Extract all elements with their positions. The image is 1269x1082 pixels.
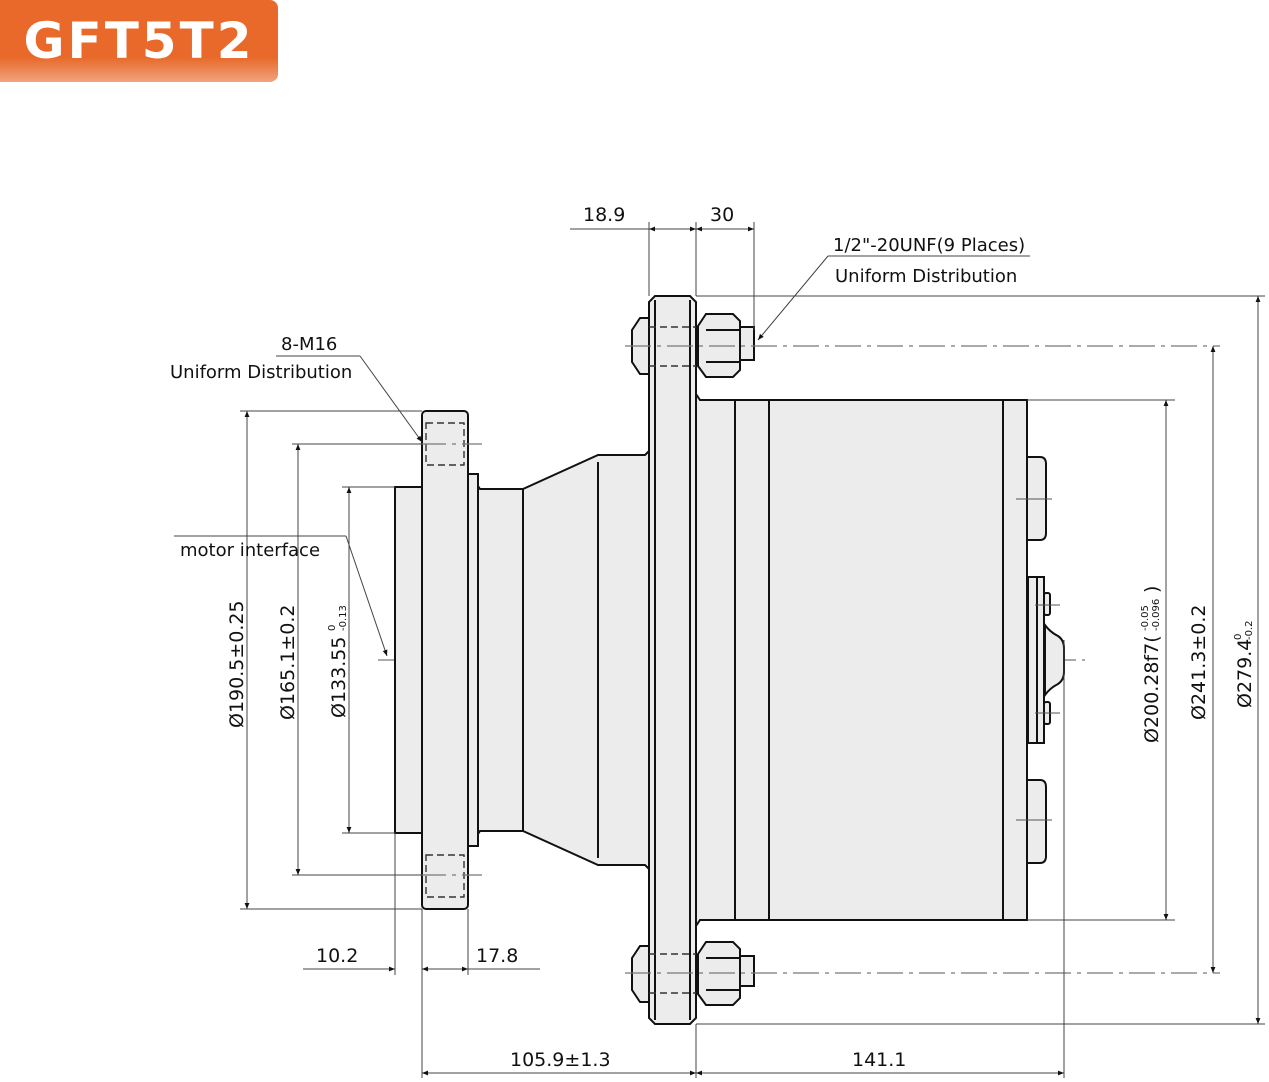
svg-text:Ø279.4: Ø279.4 bbox=[1234, 639, 1256, 708]
flange-bolt-bottom bbox=[625, 941, 1220, 1006]
callout-flange-bolts: 1/2"-20UNF(9 Places) Uniform Distributio… bbox=[757, 235, 1030, 341]
svg-text:-0.096: -0.096 bbox=[1151, 599, 1162, 631]
model-badge: GFT5T2 bbox=[0, 0, 278, 82]
flange-step bbox=[467, 473, 479, 847]
motor-pilot bbox=[394, 486, 424, 834]
dim-d190: Ø190.5±0.25 bbox=[226, 600, 248, 728]
svg-text:-0.05: -0.05 bbox=[1140, 605, 1151, 631]
dim-bolt-length: 30 bbox=[710, 204, 734, 226]
svg-text:-0.13: -0.13 bbox=[338, 605, 349, 631]
svg-text:Ø200.28f7(: Ø200.28f7( bbox=[1141, 635, 1163, 743]
drive-housing bbox=[695, 390, 1028, 930]
svg-text:Uniform Distribution: Uniform Distribution bbox=[170, 362, 352, 383]
output-cover bbox=[1027, 576, 1065, 744]
adapter-cone bbox=[477, 447, 651, 873]
dim-pilot-length: 10.2 bbox=[316, 945, 358, 967]
svg-text:Uniform Distribution: Uniform Distribution bbox=[835, 266, 1017, 287]
svg-text:0: 0 bbox=[1233, 634, 1244, 640]
svg-text:Ø190.5±0.25: Ø190.5±0.25 bbox=[226, 600, 248, 728]
svg-text:Ø165.1±0.2: Ø165.1±0.2 bbox=[277, 605, 299, 720]
svg-text:8-M16: 8-M16 bbox=[281, 334, 337, 355]
callout-motor-holes: 8-M16 Uniform Distribution bbox=[170, 334, 423, 443]
svg-text:motor interface: motor interface bbox=[180, 540, 320, 561]
svg-text:Ø241.3±0.2: Ø241.3±0.2 bbox=[1188, 605, 1210, 720]
dim-d279: Ø279.4 0 -0.2 bbox=[1233, 620, 1256, 708]
dim-flange-thickness: 18.9 bbox=[583, 204, 625, 226]
svg-text:Ø133.55: Ø133.55 bbox=[328, 637, 350, 718]
motor-flange bbox=[420, 410, 482, 910]
model-title: GFT5T2 bbox=[23, 12, 255, 70]
dim-drive-side-length: 141.1 bbox=[852, 1049, 906, 1071]
dim-motor-flange-thickness: 17.8 bbox=[476, 945, 518, 967]
svg-text:-0.2: -0.2 bbox=[1244, 620, 1255, 640]
dim-d165: Ø165.1±0.2 bbox=[277, 605, 299, 720]
callout-motor-interface: motor interface bbox=[174, 535, 388, 657]
end-boss-bottom bbox=[1026, 779, 1047, 864]
svg-text:1/2"-20UNF(9 Places): 1/2"-20UNF(9 Places) bbox=[833, 235, 1025, 256]
dim-d241: Ø241.3±0.2 bbox=[1188, 605, 1210, 720]
dim-d200: Ø200.28f7( -0.05 -0.096 ) bbox=[1140, 586, 1163, 743]
dim-d133: Ø133.55 0 -0.13 bbox=[327, 605, 350, 718]
mounting-flange bbox=[648, 295, 697, 1025]
dim-motor-side-length: 105.9±1.3 bbox=[510, 1049, 611, 1071]
flange-bolt-top bbox=[625, 313, 1220, 378]
svg-text:0: 0 bbox=[327, 625, 338, 631]
svg-text:): ) bbox=[1141, 586, 1163, 593]
